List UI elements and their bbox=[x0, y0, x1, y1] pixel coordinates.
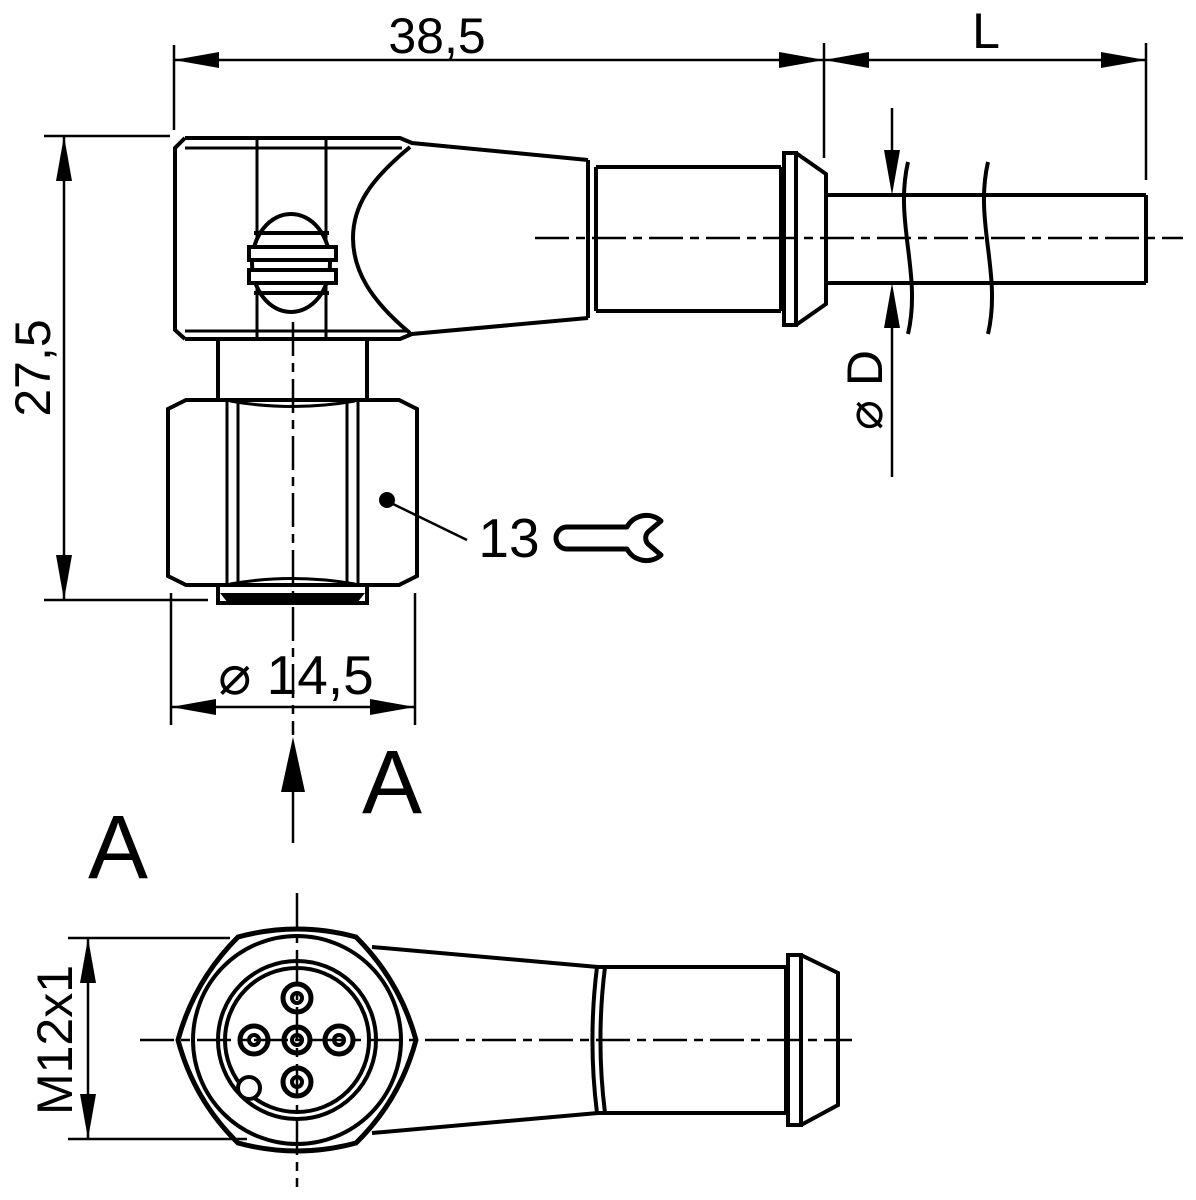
dim-cable-diameter-label: ⌀ D bbox=[837, 350, 893, 430]
dimension-overall-height: 27,5 bbox=[5, 134, 208, 602]
screw-head-ellipse bbox=[250, 212, 332, 314]
arrowhead-left bbox=[824, 52, 869, 68]
hex-nut bbox=[166, 398, 419, 587]
section-arrowhead bbox=[281, 737, 305, 792]
connector-body bbox=[173, 136, 589, 341]
side-view: 38,5 L 27,5 ⌀ 14,5 bbox=[5, 3, 1183, 735]
section-label-left: A bbox=[88, 798, 148, 898]
contact-pins bbox=[237, 981, 356, 1099]
body-bottom-edge bbox=[185, 316, 589, 341]
keyway-notch bbox=[236, 1075, 262, 1101]
dim-overall-height-label: 27,5 bbox=[5, 319, 61, 416]
section-label-right: A bbox=[362, 733, 422, 833]
front-view: M12x1 bbox=[27, 893, 852, 1187]
dimension-cable-length: L bbox=[824, 3, 1148, 180]
arrowhead-down bbox=[884, 150, 900, 195]
cable bbox=[826, 161, 1148, 335]
body-top-edge bbox=[185, 136, 589, 162]
wrench-size-callout: 13 bbox=[379, 492, 664, 569]
arrowhead-left bbox=[174, 52, 219, 68]
dimension-nut-diameter: ⌀ 14,5 bbox=[169, 593, 417, 725]
locking-screw bbox=[247, 212, 338, 314]
neck-edges bbox=[216, 339, 369, 400]
pin-top bbox=[280, 981, 314, 1015]
pin-center bbox=[281, 1024, 313, 1056]
pin-right-hole bbox=[332, 1033, 346, 1047]
pin-bottom-hole bbox=[290, 1075, 304, 1089]
arrowhead-right bbox=[370, 699, 415, 715]
dimension-thread: M12x1 bbox=[27, 936, 247, 1141]
screw-band-lower bbox=[247, 268, 338, 285]
arrowhead-bottom bbox=[80, 1094, 96, 1139]
arrowhead-right bbox=[779, 52, 824, 68]
pin-bottom bbox=[280, 1065, 314, 1099]
wrench-size-label: 13 bbox=[478, 507, 539, 569]
pin-left-hole bbox=[247, 1033, 261, 1047]
arrowhead-top bbox=[80, 938, 96, 983]
dim-cable-length-label: L bbox=[972, 3, 1000, 59]
hex-nut-outline bbox=[166, 398, 419, 587]
dimension-cable-diameter: ⌀ D bbox=[837, 108, 900, 477]
leader-line bbox=[392, 502, 468, 542]
arrowhead-top bbox=[56, 136, 72, 181]
arrowhead-left bbox=[171, 699, 216, 715]
body-chamfer-lines bbox=[185, 146, 407, 333]
dim-nut-diameter-label: ⌀ 14,5 bbox=[218, 644, 373, 706]
section-indicator: A A bbox=[88, 733, 422, 898]
cable-break-lines bbox=[901, 161, 995, 335]
pin-left bbox=[237, 1023, 271, 1057]
arrowhead-right bbox=[1101, 52, 1146, 68]
pin-top-hole bbox=[290, 991, 304, 1005]
ext-lines bbox=[68, 936, 247, 1141]
pin-center-hole bbox=[290, 1033, 304, 1047]
arrowhead-up bbox=[884, 283, 900, 328]
connector-face bbox=[140, 893, 852, 1187]
screw-slot-lines bbox=[254, 231, 329, 295]
body-left-edge bbox=[173, 136, 187, 341]
leader-dot bbox=[379, 492, 395, 508]
wrench-icon bbox=[553, 512, 664, 564]
screw-band-upper bbox=[247, 245, 338, 262]
thread-designation-label: M12x1 bbox=[27, 965, 83, 1115]
arrowhead-bottom bbox=[56, 555, 72, 600]
dim-body-length-label: 38,5 bbox=[388, 8, 485, 64]
ext-lines bbox=[169, 593, 417, 725]
dimension-body-length: 38,5 bbox=[172, 8, 826, 158]
profile-taper-edges bbox=[371, 945, 599, 1135]
hex-nut-facet-lines bbox=[225, 401, 360, 584]
pin-right bbox=[322, 1023, 356, 1057]
overmold-boundary-curve bbox=[350, 145, 412, 335]
